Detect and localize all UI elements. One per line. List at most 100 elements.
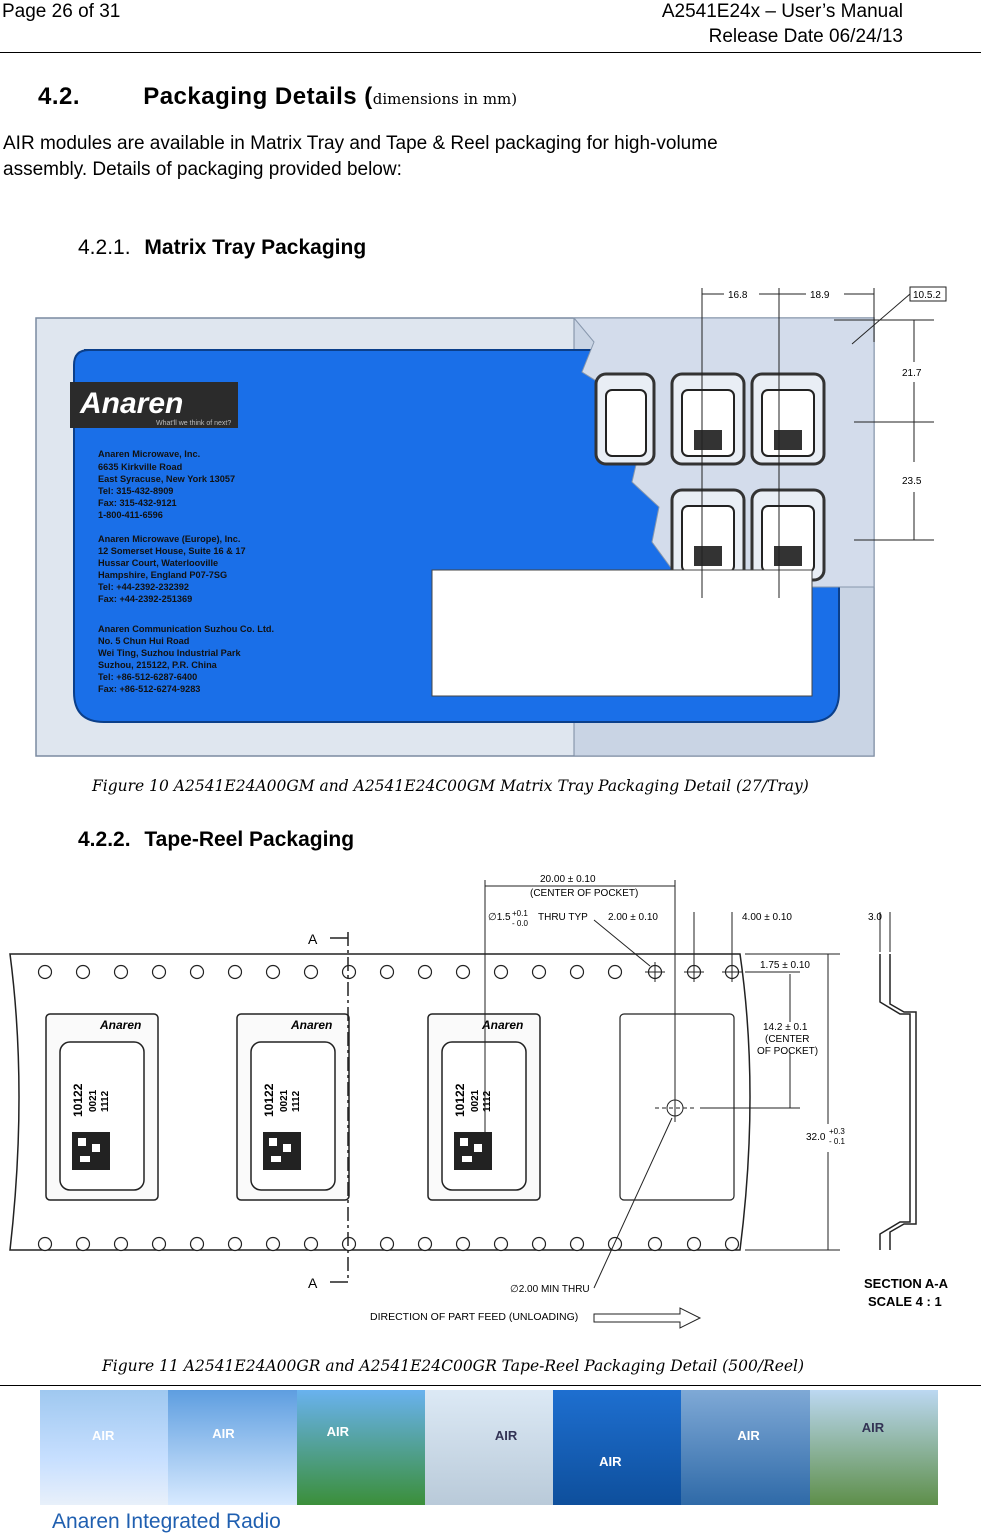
svg-text:1112: 1112	[291, 1090, 302, 1112]
tray-pocket	[750, 488, 826, 582]
tray-title: Matrix Tray Packaging	[144, 236, 367, 259]
intro-line-1: AIR modules are available in Matrix Tray…	[3, 133, 718, 154]
address-line: 12 Somerset House, Suite 16 & 17	[98, 546, 246, 556]
dim-hole-minus: - 0.0	[512, 919, 529, 928]
address-line: Wei Ting, Suzhou Industrial Park	[98, 648, 241, 658]
section-number: 4.2.	[38, 83, 81, 110]
svg-text:0021: 0021	[88, 1089, 99, 1112]
svg-text:10122: 10122	[71, 1083, 85, 1117]
section-scale: SCALE 4 : 1	[868, 1294, 942, 1309]
tape-module: Anaren 10122 0021 1112	[45, 1013, 159, 1201]
dim-14-2-note2: OF POCKET)	[757, 1046, 818, 1057]
dim-16-8: 16.8	[728, 290, 748, 301]
tray-pocket	[750, 372, 826, 466]
page-number: Page 26 of 31	[2, 1, 121, 22]
dim-thru-typ: THRU TYP	[538, 912, 588, 923]
svg-text:1112: 1112	[100, 1090, 111, 1112]
dim-hole-dia: ∅1.5	[488, 912, 511, 923]
dim-4-00: 4.00 ± 0.10	[742, 912, 792, 923]
address-line: Tel: +86-512-6287-6400	[98, 672, 197, 682]
tray-pocket	[594, 372, 656, 466]
dim-2-00: 2.00 ± 0.10	[608, 912, 658, 923]
dim-32-plus: +0.3	[829, 1127, 845, 1136]
svg-text:0021: 0021	[470, 1089, 481, 1112]
dim-18-9: 18.9	[810, 290, 830, 301]
footer-banner: AIR AIR AIR AIR AIR AIR AIR	[40, 1390, 938, 1505]
banner-panel: AIR	[809, 1390, 938, 1505]
dim-min-thru: ∅2.00 MIN THRU	[510, 1284, 590, 1295]
tray-pocket	[670, 488, 746, 582]
address-line: East Syracuse, New York 13057	[98, 474, 235, 484]
footer-rule	[0, 1385, 981, 1386]
dim-14-2-note1: (CENTER	[765, 1034, 809, 1045]
header-rule	[0, 52, 981, 53]
dim-pitch-note: (CENTER OF POCKET)	[530, 888, 638, 899]
dim-32-minus: - 0.1	[829, 1137, 846, 1146]
address-line: 1-800-411-6596	[98, 510, 163, 520]
tray-number: 4.2.1.	[78, 236, 131, 259]
banner-panel: AIR	[424, 1390, 554, 1505]
anaren-logo: Anaren	[79, 387, 183, 420]
dim-10-5-2: 10.5.2	[913, 290, 941, 301]
tagline: What'll we think of next?	[156, 420, 231, 427]
address-line: Tel: 315-432-8909	[98, 486, 173, 496]
feed-direction: DIRECTION OF PART FEED (UNLOADING)	[370, 1311, 578, 1323]
banner-panel: AIR	[40, 1390, 169, 1505]
sprocket-crosshairs	[645, 962, 742, 982]
dim-23-5: 23.5	[902, 476, 922, 487]
dim-3-0: 3.0	[868, 912, 882, 923]
intro-line-2: assembly. Details of packaging provided …	[3, 159, 402, 180]
anaren-logo-block	[70, 382, 238, 428]
address-line: Hussar Court, Waterlooville	[98, 558, 218, 568]
svg-text:Anaren: Anaren	[481, 1018, 523, 1032]
address-line: Hampshire, England P07-7SG	[98, 570, 227, 580]
reel-title: Tape-Reel Packaging	[144, 828, 355, 851]
tray-heading: 4.2.1. Matrix Tray Packaging	[78, 236, 366, 260]
svg-text:10122: 10122	[453, 1083, 467, 1117]
address-line: Fax: +86-512-6274-9283	[98, 684, 200, 694]
sprocket-holes-bottom	[37, 1236, 740, 1252]
footer-brand: Anaren Integrated Radio	[52, 1510, 281, 1533]
section-view	[879, 954, 911, 1250]
banner-panel: AIR	[296, 1390, 425, 1505]
section-title-units: dimensions in mm)	[372, 90, 518, 108]
address-line: 6635 Kirkville Road	[98, 462, 182, 472]
address-line: Fax: 315-432-9121	[98, 498, 177, 508]
svg-text:0021: 0021	[279, 1089, 290, 1112]
address-line: Anaren Microwave (Europe), Inc.	[98, 534, 240, 544]
document-title: A2541E24x – User’s Manual	[661, 1, 903, 22]
dim-hole-plus: +0.1	[512, 909, 528, 918]
intro-paragraph: AIR modules are available in Matrix Tray…	[3, 131, 718, 183]
feed-arrow-icon	[593, 1307, 702, 1329]
address-line: Suzhou, 215122, P.R. China	[98, 660, 218, 670]
banner-panel: AIR	[168, 1390, 297, 1505]
figure-10-caption: Figure 10 A2541E24A00GM and A2541E24C00G…	[92, 777, 809, 795]
section-title: Packaging Details (dimensions in mm)	[143, 83, 518, 110]
svg-text:Anaren: Anaren	[99, 1018, 141, 1032]
reel-number: 4.2.2.	[78, 828, 131, 851]
svg-text:Anaren: Anaren	[290, 1018, 332, 1032]
address-line: Fax: +44-2392-251369	[98, 594, 192, 604]
tape-module: Anaren 10122 0021 1112	[236, 1013, 350, 1201]
banner-panel: AIR	[553, 1390, 682, 1505]
banner-panel: AIR	[681, 1390, 810, 1505]
section-heading: 4.2. Packaging Details (dimensions in mm…	[38, 83, 517, 111]
address-line: Tel: +44-2392-232392	[98, 582, 189, 592]
address-line: Anaren Microwave, Inc.	[98, 449, 200, 459]
tray-pocket	[670, 372, 746, 466]
section-a-a: SECTION A-A	[864, 1276, 949, 1291]
figure-11-caption: Figure 11 A2541E24A00GR and A2541E24C00G…	[102, 1357, 805, 1375]
matrix-tray-figure: Anaren What'll we think of next? Anaren …	[35, 286, 947, 757]
dim-14-2: 14.2 ± 0.1	[763, 1022, 808, 1033]
section-label-top: A	[308, 931, 318, 947]
reel-heading: 4.2.2. Tape-Reel Packaging	[78, 828, 354, 852]
section-label-bottom: A	[308, 1275, 318, 1291]
dim-pitch: 20.00 ± 0.10	[540, 874, 596, 885]
release-date: Release Date 06/24/13	[708, 26, 903, 47]
dim-1-75: 1.75 ± 0.10	[760, 960, 810, 971]
dim-21-7: 21.7	[902, 368, 922, 379]
address-line: No. 5 Chun Hui Road	[98, 636, 189, 646]
svg-text:1112: 1112	[482, 1090, 493, 1112]
svg-text:10122: 10122	[262, 1083, 276, 1117]
tape-module: Anaren 10122 0021 1112	[427, 1013, 541, 1201]
